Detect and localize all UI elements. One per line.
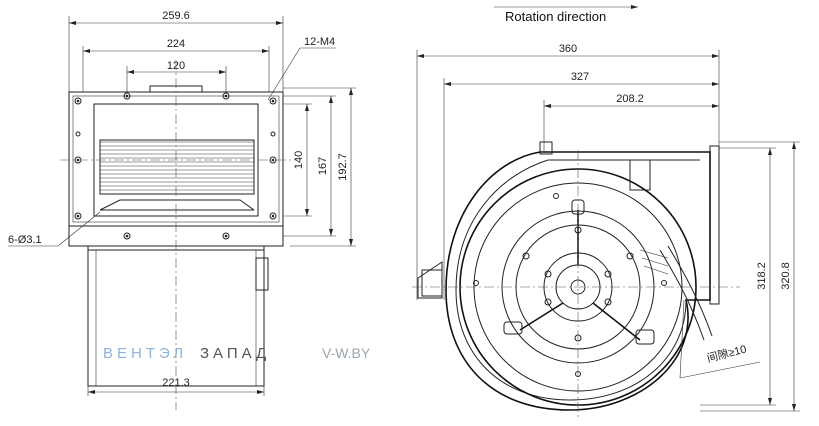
dim-height-outer: 192.7 (337, 153, 349, 181)
watermark-brand-part2: ЗАПАД (200, 345, 270, 362)
dim-total-width-side: 360 (559, 43, 577, 55)
dim-total-width-front: 259.6 (162, 10, 190, 22)
front-view: 259.6 224 120 12-M4 (8, 10, 356, 410)
dim-bottom-width: 221.3 (162, 377, 190, 389)
side-view: Rotation direction 360 327 208.2 (412, 5, 800, 420)
dim-holes-label: 12-M4 (304, 36, 335, 48)
dim-width-inner: 208.2 (616, 93, 644, 105)
rotation-direction-label: Rotation direction (505, 9, 606, 24)
dim-mount-width-label: 224 (167, 38, 185, 50)
dim-height-inner: 140 (293, 151, 305, 169)
watermark-brand-part1: ВЕНТЭЛ (103, 345, 187, 362)
impeller-blades (99, 139, 255, 211)
gap-note: 间隙≥10 (705, 342, 747, 365)
dim-slots-label: 6-Ø3.1 (8, 234, 42, 246)
watermark: ВЕНТЭЛ ЗАПАД V-W.BY (103, 345, 371, 362)
dim-height-a: 318.2 (756, 262, 768, 290)
watermark-site: V-W.BY (322, 345, 371, 361)
dim-width-mid: 327 (571, 71, 589, 83)
dim-height-mid: 167 (317, 157, 329, 175)
dim-height-b: 320.8 (780, 262, 792, 290)
mounting-holes (74, 92, 277, 240)
